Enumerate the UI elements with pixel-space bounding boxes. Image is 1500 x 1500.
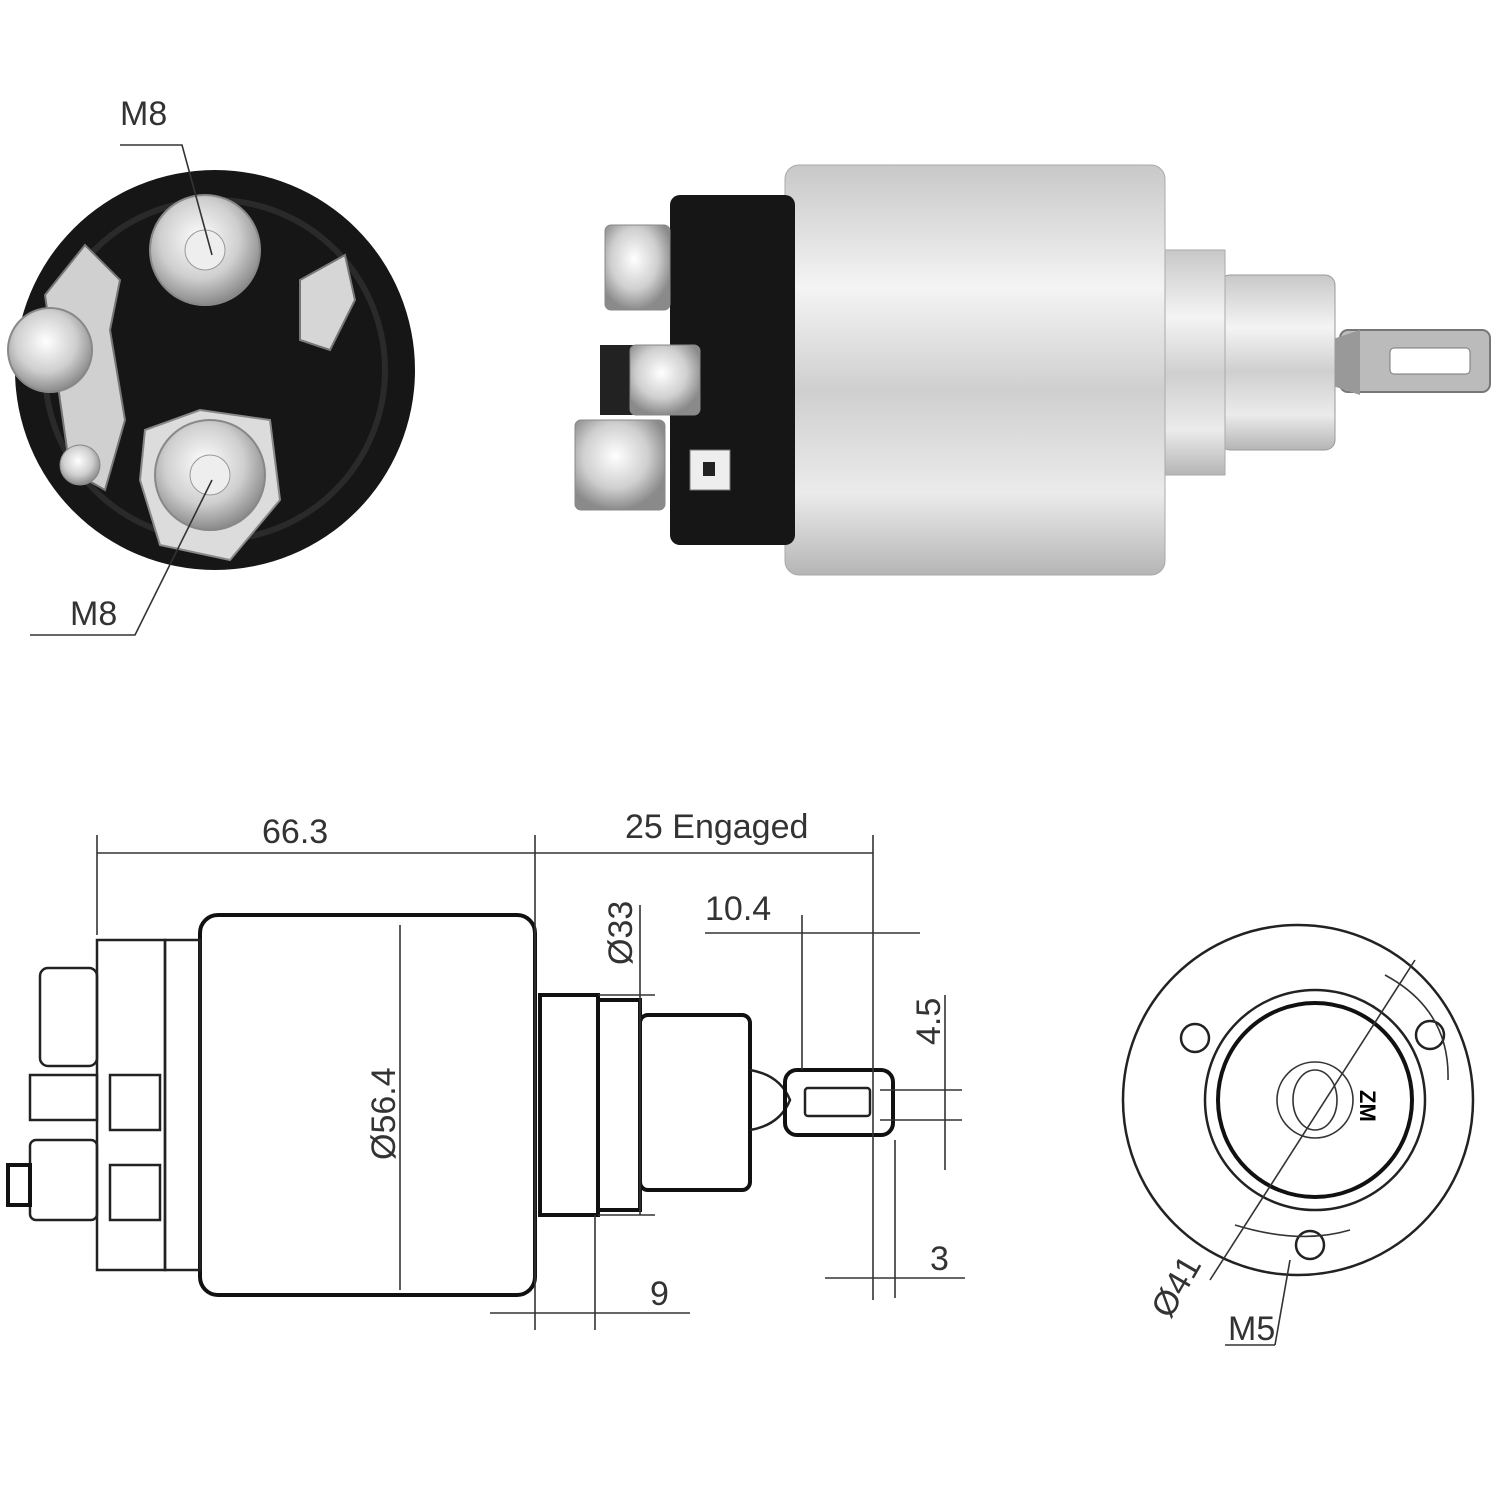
plunger-outline (638, 1013, 752, 1192)
mount-hole (1179, 1022, 1211, 1054)
dim-body-diameter: Ø56.4 (365, 1067, 403, 1160)
dim-bolt-circle: Ø41 (1144, 1249, 1209, 1324)
mount-hole (1414, 1019, 1446, 1051)
terminal-nut-middle (629, 344, 701, 416)
end-drawing: ZM Ø41 M5 (1121, 923, 1475, 1348)
dim-flange-offset: 9 (650, 1275, 669, 1313)
body-collar (1159, 249, 1226, 476)
dim-plunger-diameter: Ø33 (602, 901, 640, 965)
plunger-housing (1219, 274, 1336, 451)
dim-thread: M5 (1228, 1310, 1275, 1348)
end-view-photo: M8 M8 (7, 95, 415, 636)
side-view-photo (574, 164, 1491, 576)
svg-text:ZM: ZM (1355, 1090, 1380, 1122)
eyelet-outline (783, 1068, 895, 1137)
label-m8-top: M8 (120, 95, 167, 133)
terminal-tab (299, 253, 357, 352)
dim-body-length: 66.3 (262, 813, 328, 851)
solenoid-body (784, 164, 1166, 576)
flange-outline (538, 993, 600, 1217)
dim-eyelet-end: 3 (930, 1240, 949, 1278)
label-m8-bottom: M8 (70, 595, 117, 633)
terminal-nut-bottom (574, 419, 666, 511)
dim-eyelet-hole: 4.5 (910, 998, 948, 1045)
terminal-nut-top (604, 224, 671, 311)
dim-eyelet-length: 10.4 (705, 890, 771, 928)
solenoid-cap (15, 170, 415, 570)
terminal-nut (38, 966, 99, 1068)
body-circle (1121, 923, 1475, 1277)
dim-stroke: 25 Engaged (625, 808, 808, 846)
terminal-bolt-left (7, 307, 93, 393)
mount-hole (1294, 1229, 1326, 1261)
side-drawing: 66.3 25 Engaged Ø56.4 Ø33 10.4 4.5 3 9 (6, 808, 965, 1330)
